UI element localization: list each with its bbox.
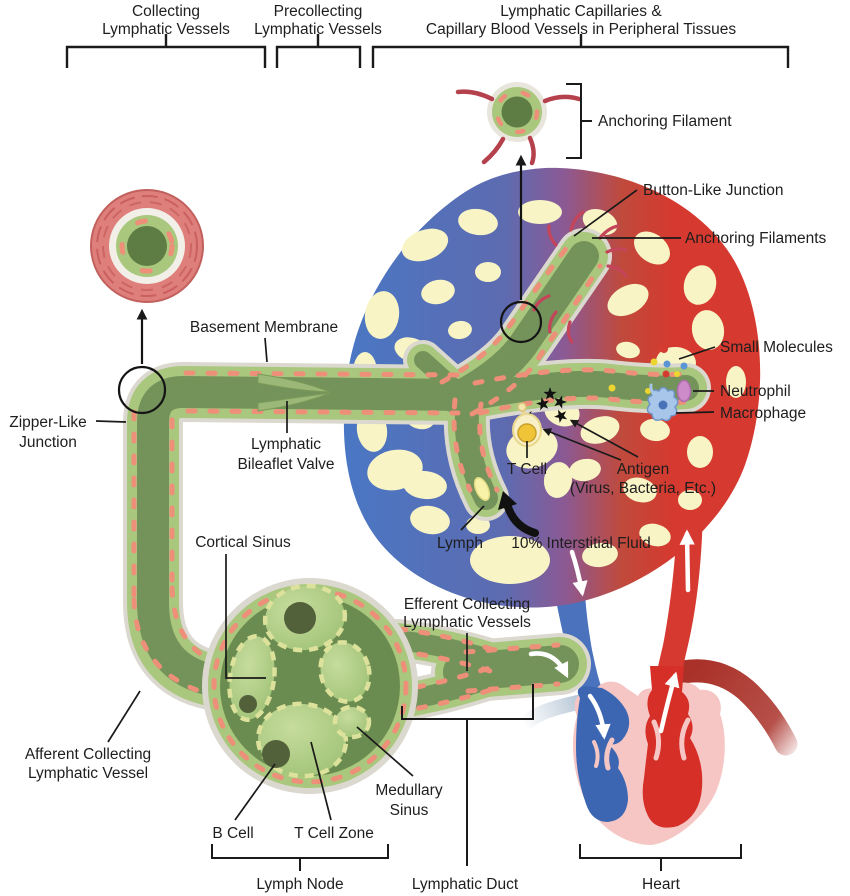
label-button-like-junction: Button-Like Junction [643, 182, 783, 199]
label-efferent-2: Lymphatic Vessels [403, 614, 531, 631]
label-precollecting-2: Lymphatic Vessels [254, 21, 382, 38]
label-antigen-2: (Virus, Bacteria, Etc.) [570, 480, 716, 497]
heart-left-chambers [642, 666, 703, 828]
labels: Collecting Lymphatic Vessels Precollecti… [9, 3, 833, 893]
node-follicles [239, 602, 316, 768]
heart-illustration [517, 505, 798, 845]
label-afferent-2: Lymphatic Vessel [28, 765, 148, 782]
label-cortical-sinus: Cortical Sinus [195, 534, 291, 551]
label-antigen-1: Antigen [617, 461, 670, 478]
leader-afferent [107, 690, 141, 743]
artery-flow-arrow [679, 529, 695, 593]
lymph-fluid-blob [473, 477, 491, 501]
node-lobes [227, 583, 372, 779]
leader-small-molecules [678, 346, 716, 360]
leader-cortical-sinus [225, 554, 266, 679]
leader-lymph [460, 505, 485, 531]
interstitial-fluid-arrow [498, 491, 539, 537]
anchoring-filament-strands [455, 89, 582, 166]
label-zipper-junction-2: Junction [19, 434, 77, 451]
label-lymph-node: Lymph Node [256, 876, 343, 893]
bracket-precollecting [275, 45, 362, 68]
leader-macrophage [675, 411, 715, 414]
ventricle-flow-arrow [658, 671, 680, 734]
label-basement-membrane: Basement Membrane [190, 319, 338, 336]
label-t-cell: T Cell [507, 461, 547, 478]
zoom-circle-capillary [499, 300, 543, 344]
valve-leaflet [604, 737, 615, 771]
label-afferent-1: Afferent Collecting [25, 746, 151, 763]
label-t-cell-zone: T Cell Zone [294, 825, 374, 842]
label-zipper-junction-1: Zipper-Like [9, 414, 87, 431]
small-molecules-dots [608, 345, 688, 394]
label-lymphatic-duct: Lymphatic Duct [412, 876, 519, 893]
label-interstitial-fluid: 10% Interstitial Fluid [511, 535, 651, 552]
leader-basement-membrane [264, 337, 268, 363]
label-anchoring-filaments: Anchoring Filaments [685, 230, 827, 247]
label-anchoring-filament: Anchoring Filament [598, 113, 732, 130]
zoom-circle-collecting [117, 365, 167, 415]
leader-antigen-2 [542, 428, 622, 461]
bracket-heart [579, 844, 742, 859]
leader-t-cell-zone [310, 741, 332, 821]
bracket-collecting [65, 45, 267, 68]
label-capillaries-2: Capillary Blood Vessels in Peripheral Ti… [426, 21, 736, 38]
lymph-join-arrow [528, 651, 569, 679]
lymph-node [202, 578, 418, 794]
bileaflet-valve [257, 373, 331, 412]
zoom-markers [117, 154, 543, 415]
label-medullary-sinus-2: Sinus [390, 802, 429, 819]
label-medullary-sinus-1: Medullary [375, 782, 442, 799]
label-bileaflet-valve-2: Bileaflet Valve [237, 456, 334, 473]
vein-flow-arrow [569, 549, 588, 597]
leader-antigen-1 [569, 419, 639, 458]
label-collecting-2: Lymphatic Vessels [102, 21, 230, 38]
valve-leaflet [651, 719, 662, 761]
node-capsule-nuclei [211, 587, 409, 785]
label-b-cell: B Cell [212, 825, 253, 842]
flow-arrows [528, 529, 695, 740]
collecting-vessel-cross-section [90, 189, 204, 303]
label-capillaries-1: Lymphatic Capillaries & [500, 3, 662, 20]
particles-and-cells [473, 345, 692, 537]
leader-button-junction [573, 189, 638, 237]
leader-lines [65, 34, 790, 871]
neutrophil-cell [676, 379, 692, 403]
label-heart: Heart [642, 876, 681, 893]
label-small-molecules: Small Molecules [720, 339, 833, 356]
label-bileaflet-valve-1: Lymphatic [251, 436, 321, 453]
valve-leaflet [592, 740, 600, 768]
label-lymph: Lymph [437, 535, 483, 552]
label-efferent-1: Efferent Collecting [404, 596, 530, 613]
bracket-capillaries [371, 45, 790, 68]
leader-medullary-sinus [356, 726, 414, 777]
valve-leaflet [679, 717, 691, 761]
label-neutrophil: Neutrophil [720, 383, 791, 400]
faded-artery-branch [671, 659, 798, 756]
leader-b-cell [234, 763, 276, 821]
bracket-lymph-node [211, 844, 389, 859]
atrium-flow-arrow [587, 693, 611, 740]
lymphatic-capillary-cross-section [455, 82, 582, 166]
leader-zipper-junction [95, 420, 127, 423]
label-macrophage: Macrophage [720, 405, 806, 422]
macrophage-cell [646, 383, 679, 422]
heart-right-chambers [576, 686, 630, 822]
artery-from-heart [652, 505, 703, 700]
label-precollecting-1: Precollecting [274, 3, 363, 20]
label-collecting-1: Collecting [132, 3, 200, 20]
